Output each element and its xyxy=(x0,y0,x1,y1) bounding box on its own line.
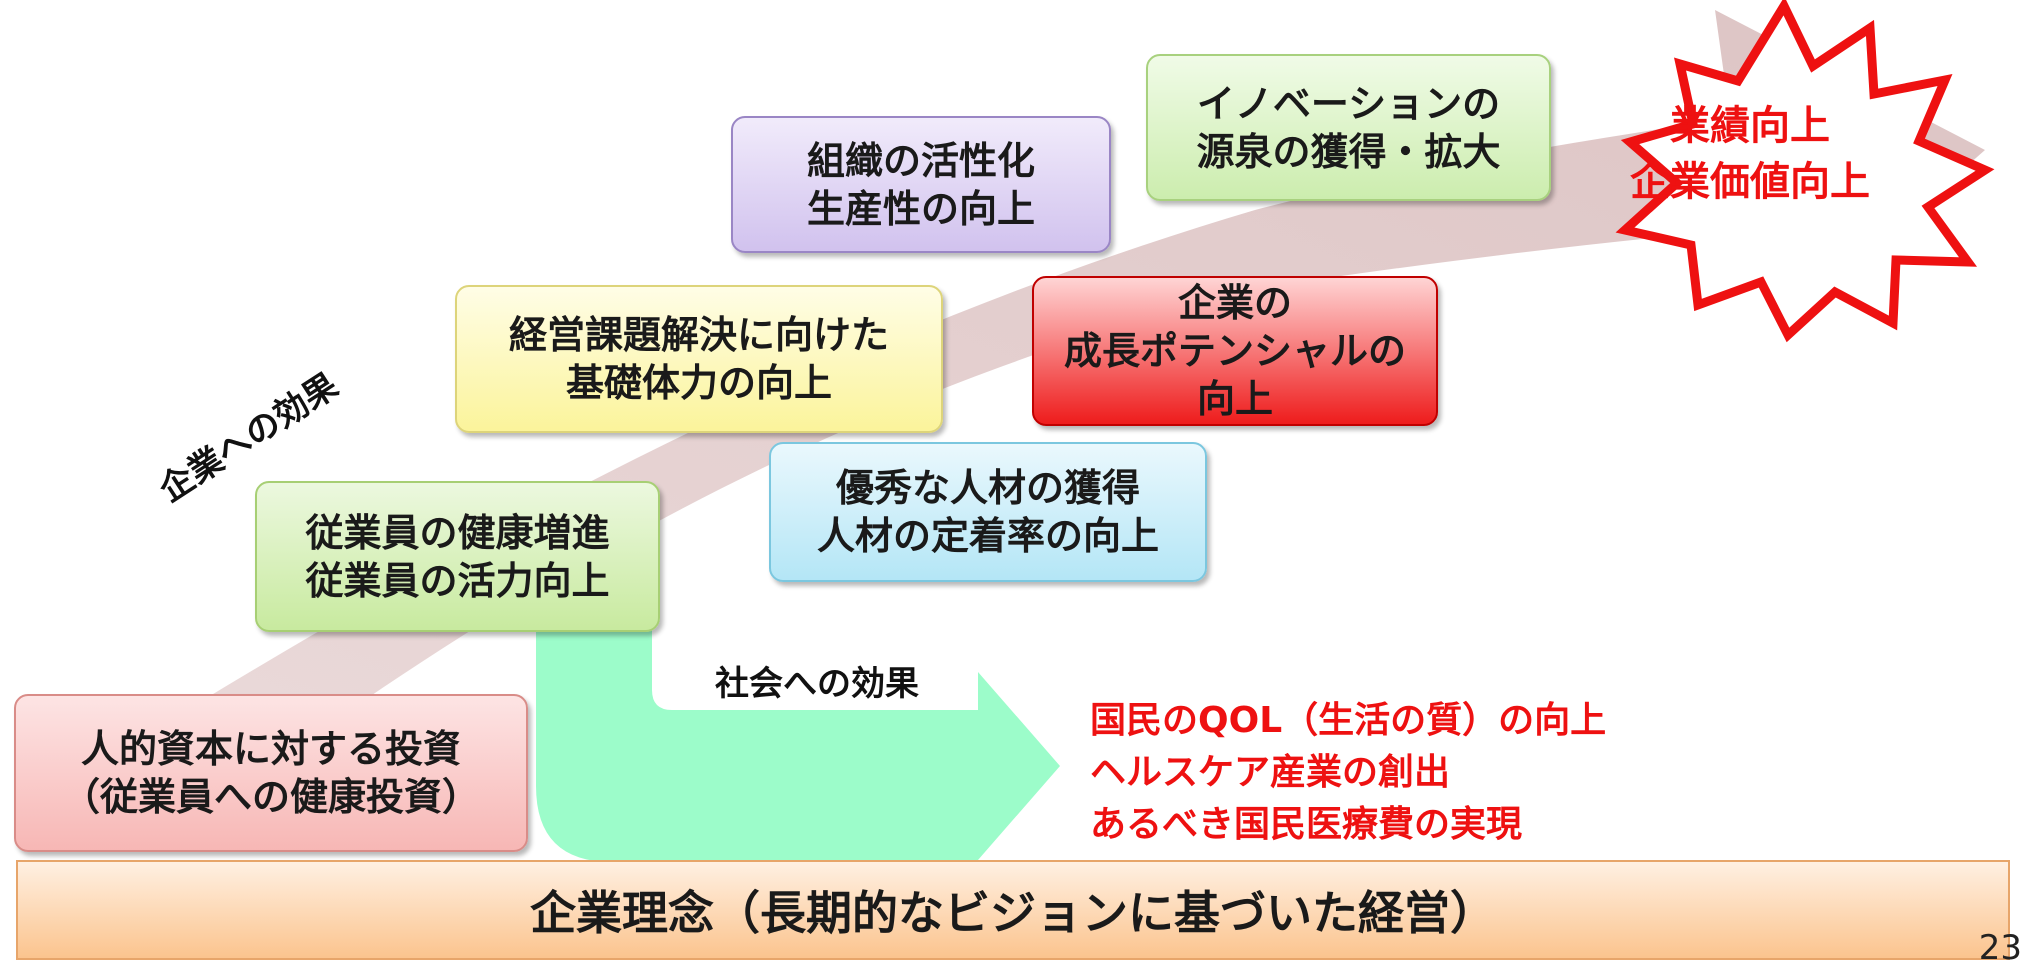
society-result-item: ヘルスケア産業の創出 xyxy=(1090,752,1451,793)
box-line: 源泉の獲得・拡大 xyxy=(1196,129,1501,174)
page-number: 23 xyxy=(1978,928,2022,968)
box-line: 人材の定着率の向上 xyxy=(816,514,1159,558)
innovation-source-box: イノベーションの 源泉の獲得・拡大 xyxy=(1146,54,1551,201)
growth-potential-box: 企業の 成長ポテンシャルの 向上 xyxy=(1032,276,1438,426)
starburst-shape xyxy=(1615,0,1995,343)
box-line: 従業員の活力向上 xyxy=(305,558,610,603)
box-line: 向上 xyxy=(1196,377,1273,421)
employee-health-box: 従業員の健康増進 従業員の活力向上 xyxy=(255,481,660,632)
society-results: 国民のQOL（生活の質）の向上 ヘルスケア産業の創出 あるべき国民医療費の実現 xyxy=(1090,695,1606,851)
box-line: 生産性の向上 xyxy=(806,186,1035,231)
box-line: 組織の活性化 xyxy=(806,138,1035,183)
basic-strength-box: 経営課題解決に向けた 基礎体力の向上 xyxy=(455,285,943,433)
talent-acquisition-box: 優秀な人材の獲得 人材の定着率の向上 xyxy=(769,442,1207,582)
box-line: 経営課題解決に向けた xyxy=(508,313,889,357)
starburst-line: 企業価値向上 xyxy=(1630,159,1870,205)
society-result-item: あるべき国民医療費の実現 xyxy=(1090,804,1523,845)
box-line: 優秀な人材の獲得 xyxy=(835,466,1140,510)
organization-activation-box: 組織の活性化 生産性の向上 xyxy=(731,116,1111,253)
human-capital-investment-box: 人的資本に対する投資 （従業員への健康投資） xyxy=(14,694,528,852)
corporate-philosophy-bar: 企業理念（長期的なビジョンに基づいた経営） xyxy=(16,860,2010,960)
society-effect-label: 社会への効果 xyxy=(715,664,919,704)
box-line: 人的資本に対する投資 xyxy=(80,727,461,771)
box-line: 従業員の健康増進 xyxy=(305,510,610,555)
society-result-item: 国民のQOL（生活の質）の向上 xyxy=(1090,700,1607,741)
starburst-text: 業績向上 企業価値向上 xyxy=(1600,98,1900,210)
starburst-line: 業績向上 xyxy=(1670,103,1830,149)
box-line: イノベーションの xyxy=(1196,81,1501,126)
box-line: 基礎体力の向上 xyxy=(565,361,832,405)
society-arrow xyxy=(536,630,1060,862)
box-line: 企業の xyxy=(1177,281,1292,325)
box-line: 成長ポテンシャルの xyxy=(1063,329,1406,373)
box-line: （従業員への健康投資） xyxy=(61,775,480,819)
